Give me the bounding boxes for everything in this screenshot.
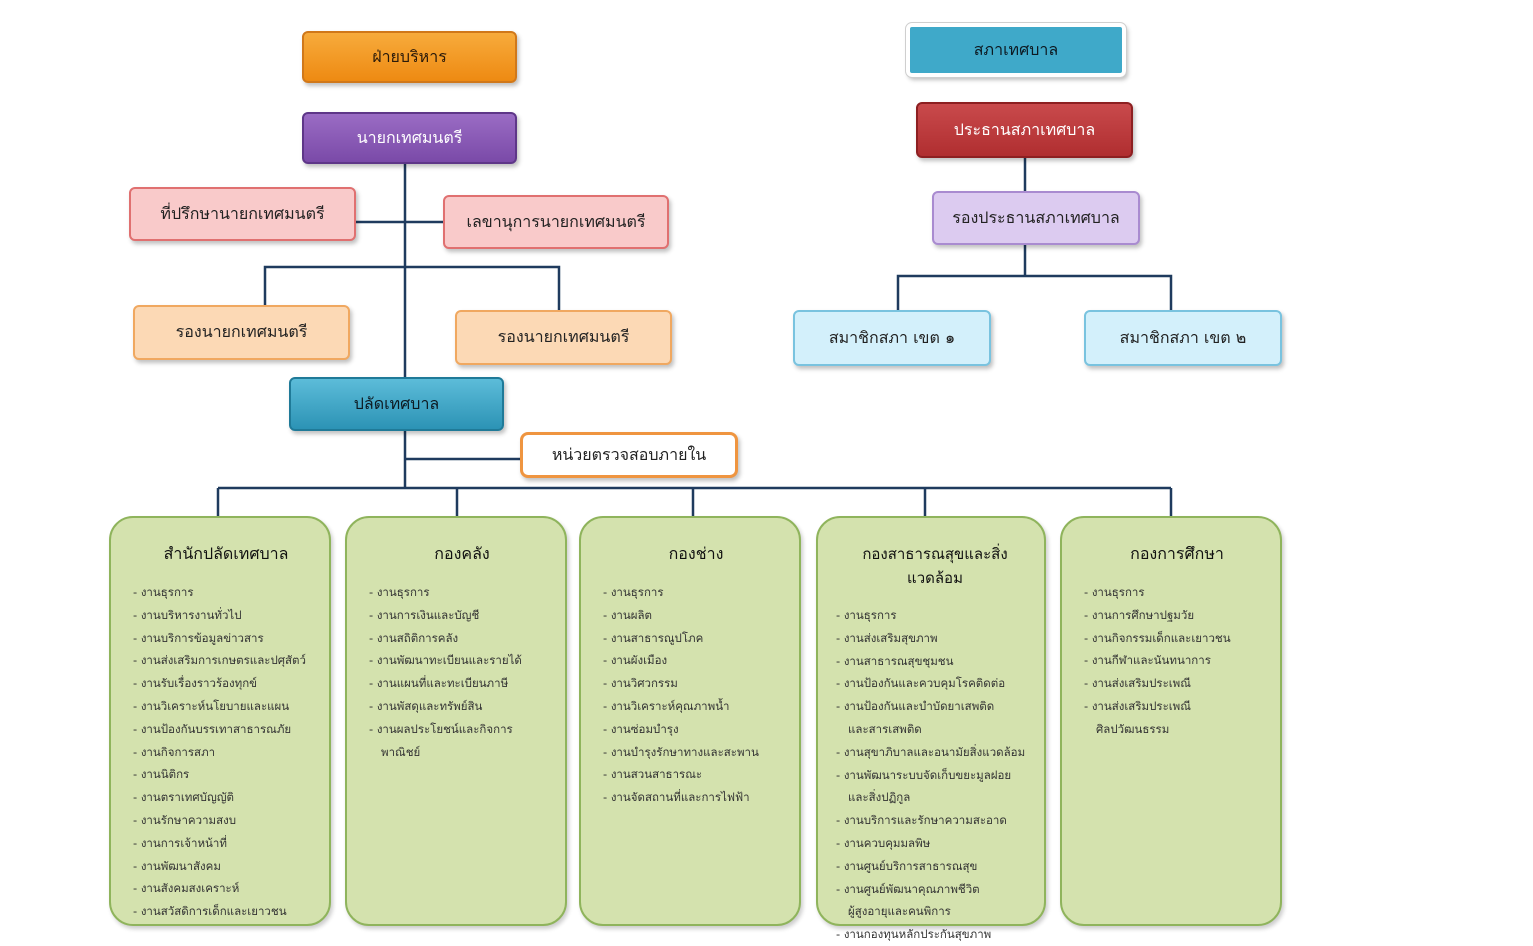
task-item: งานส่งเสริมสุขภาพ: [836, 627, 1034, 650]
task-item: งานสถิติการคลัง: [369, 627, 555, 650]
department-finance: กองคลัง งานธุรการ งานการเงินและบัญชี งาน…: [345, 516, 567, 926]
department-title: กองการศึกษา: [1130, 544, 1224, 563]
task-item: งานบริการและรักษาความสะอาด: [836, 809, 1034, 832]
department-task-list: งานธุรการ งานการศึกษาปฐมวัย งานกิจกรรมเด…: [1084, 581, 1270, 741]
deputy-mayor-1-box: รองนายกเทศมนตรี: [133, 305, 350, 360]
department-title: กองสาธารณสุขและสิ่งแวดล้อม: [862, 545, 1008, 587]
task-item: งานกิจการสภา: [133, 741, 319, 764]
admin-header-label: ฝ่ายบริหาร: [372, 46, 447, 66]
advisor-label: ที่ปรึกษานายกเทศมนตรี: [160, 203, 325, 223]
department-task-list: งานธุรการ งานการเงินและบัญชี งานสถิติการ…: [369, 581, 555, 763]
deputy-mayor-1-label: รองนายกเทศมนตรี: [175, 322, 308, 341]
task-item: งานสาธารณูปโภค: [603, 627, 789, 650]
task-item: งานสาธารณสุขชุมชน: [836, 650, 1034, 673]
task-item: งานผลิต: [603, 604, 789, 627]
clerk-box: ปลัดเทศบาล: [289, 377, 504, 431]
task-item: งานธุรการ: [369, 581, 555, 604]
task-item: งานสวัสดิการเด็กและเยาวชน: [133, 900, 319, 923]
department-engineering: กองช่าง งานธุรการ งานผลิต งานสาธารณูปโภค…: [579, 516, 801, 926]
task-item: งานพัฒนาทะเบียนและรายได้: [369, 649, 555, 672]
task-item: งานสังคมสงเคราะห์: [133, 877, 319, 900]
task-item: งานสวนสาธารณะ: [603, 763, 789, 786]
secretary-label: เลขานุการนายกเทศมนตรี: [466, 211, 646, 231]
task-item: งานผังเมือง: [603, 649, 789, 672]
mayor-label: นายกเทศมนตรี: [356, 127, 463, 147]
department-public-health-environment: กองสาธารณสุขและสิ่งแวดล้อม งานธุรการ งาน…: [816, 516, 1046, 941]
council-president-box: ประธานสภาเทศบาล: [916, 102, 1133, 158]
task-item: งานวิศวกรรม: [603, 672, 789, 695]
task-item: งานกีฬาและนันทนาการ: [1084, 649, 1270, 672]
task-item: งานพัสดุและทรัพย์สิน: [369, 695, 555, 718]
task-item: งานป้องกันบรรเทาสาธารณภัย: [133, 718, 319, 741]
council-header-label: สภาเทศบาล: [973, 39, 1059, 59]
task-item: งานสุขาภิบาลและอนามัยสิ่งแวดล้อม: [836, 741, 1034, 764]
task-item: งานศูนย์บริการสาธารณสุข: [836, 855, 1034, 878]
task-item-continued: ศิลปวัฒนธรรม: [1096, 721, 1170, 736]
task-item: งานควบคุมมลพิษ: [836, 832, 1034, 855]
task-item: งานบริหารงานทั่วไป: [133, 604, 319, 627]
task-item: งานป้องกันและบำบัดยาเสพติด: [836, 695, 1034, 718]
task-item: งานรักษาความสงบ: [133, 809, 319, 832]
task-item: งานธุรการ: [1084, 581, 1270, 604]
advisor-box: ที่ปรึกษานายกเทศมนตรี: [129, 187, 356, 241]
task-item: งานผลประโยชน์และกิจการ: [369, 718, 555, 741]
department-title: กองคลัง: [434, 544, 490, 563]
council-header-box: สภาเทศบาล: [905, 22, 1127, 78]
council-member-1-label: สมาชิกสภา เขต ๑: [828, 327, 956, 347]
task-item-continued: และสิ่งปฏิกูล: [848, 790, 911, 805]
task-item: งานตราเทศบัญญัติ: [133, 786, 319, 809]
council-president-label: ประธานสภาเทศบาล: [953, 119, 1096, 139]
task-item: งานพัฒนาระบบจัดเก็บขยะมูลฝอย: [836, 764, 1034, 787]
task-item-continued: ผู้สูงอายุและคนพิการ: [848, 904, 951, 919]
audit-unit-box: หน่วยตรวจสอบภายใน: [520, 432, 738, 478]
task-item: งานวิเคราะห์นโยบายและแผน: [133, 695, 319, 718]
task-item: งานป้องกันและควบคุมโรคติดต่อ: [836, 672, 1034, 695]
task-item: งานพัฒนาสังคม: [133, 855, 319, 878]
task-item: งานกองทุนหลักประกันสุขภาพ: [836, 923, 1034, 946]
department-task-list: งานธุรการ งานผลิต งานสาธารณูปโภค งานผังเ…: [603, 581, 789, 809]
deputy-mayor-2-box: รองนายกเทศมนตรี: [455, 310, 672, 365]
mayor-box: นายกเทศมนตรี: [302, 112, 517, 164]
council-member-2-box: สมาชิกสภา เขต ๒: [1084, 310, 1282, 366]
task-item: งานนิติกร: [133, 763, 319, 786]
task-item: งานบำรุงรักษาทางและสะพาน: [603, 741, 789, 764]
council-member-2-label: สมาชิกสภา เขต ๒: [1119, 327, 1247, 347]
task-item: งานส่งเสริมการเกษตรและปศุสัตว์: [133, 649, 319, 672]
task-item: งานรับเรื่องราวร้องทุกข์: [133, 672, 319, 695]
task-item: งานส่งเสริมประเพณี: [1084, 672, 1270, 695]
department-task-list: งานธุรการ งานบริหารงานทั่วไป งานบริการข้…: [133, 581, 319, 923]
council-vice-president-box: รองประธานสภาเทศบาล: [932, 191, 1140, 245]
task-item: งานการเงินและบัญชี: [369, 604, 555, 627]
admin-header-box: ฝ่ายบริหาร: [302, 31, 517, 83]
task-item: งานส่งเสริมประเพณี: [1084, 695, 1270, 718]
task-item: งานจัดสถานที่และการไฟฟ้า: [603, 786, 789, 809]
task-item: งานวิเคราะห์คุณภาพน้ำ: [603, 695, 789, 718]
task-item: งานศูนย์พัฒนาคุณภาพชีวิต: [836, 878, 1034, 901]
clerk-label: ปลัดเทศบาล: [353, 393, 440, 413]
task-item-continued: และสารเสพติด: [848, 721, 922, 736]
department-education: กองการศึกษา งานธุรการ งานการศึกษาปฐมวัย …: [1060, 516, 1282, 926]
task-item: งานบริการข้อมูลข่าวสาร: [133, 627, 319, 650]
department-task-list: งานธุรการ งานส่งเสริมสุขภาพ งานสาธารณสุข…: [836, 604, 1034, 946]
task-item: งานธุรการ: [836, 604, 1034, 627]
task-item-continued: พาณิชย์: [381, 744, 421, 759]
department-office-of-clerk: สำนักปลัดเทศบาล งานธุรการ งานบริหารงานทั…: [109, 516, 331, 926]
audit-unit-label: หน่วยตรวจสอบภายใน: [551, 444, 707, 464]
task-item: งานการเจ้าหน้าที่: [133, 832, 319, 855]
deputy-mayor-2-label: รองนายกเทศมนตรี: [497, 327, 630, 346]
department-title: กองช่าง: [668, 544, 724, 563]
task-item: งานซ่อมบำรุง: [603, 718, 789, 741]
task-item: งานกิจกรรมเด็กและเยาวชน: [1084, 627, 1270, 650]
department-title: สำนักปลัดเทศบาล: [163, 544, 289, 563]
council-vice-president-label: รองประธานสภาเทศบาล: [952, 207, 1120, 227]
secretary-box: เลขานุการนายกเทศมนตรี: [443, 195, 669, 249]
task-item: งานการศึกษาปฐมวัย: [1084, 604, 1270, 627]
task-item: งานแผนที่และทะเบียนภาษี: [369, 672, 555, 695]
task-item: งานธุรการ: [133, 581, 319, 604]
task-item: งานธุรการ: [603, 581, 789, 604]
council-member-1-box: สมาชิกสภา เขต ๑: [793, 310, 991, 366]
